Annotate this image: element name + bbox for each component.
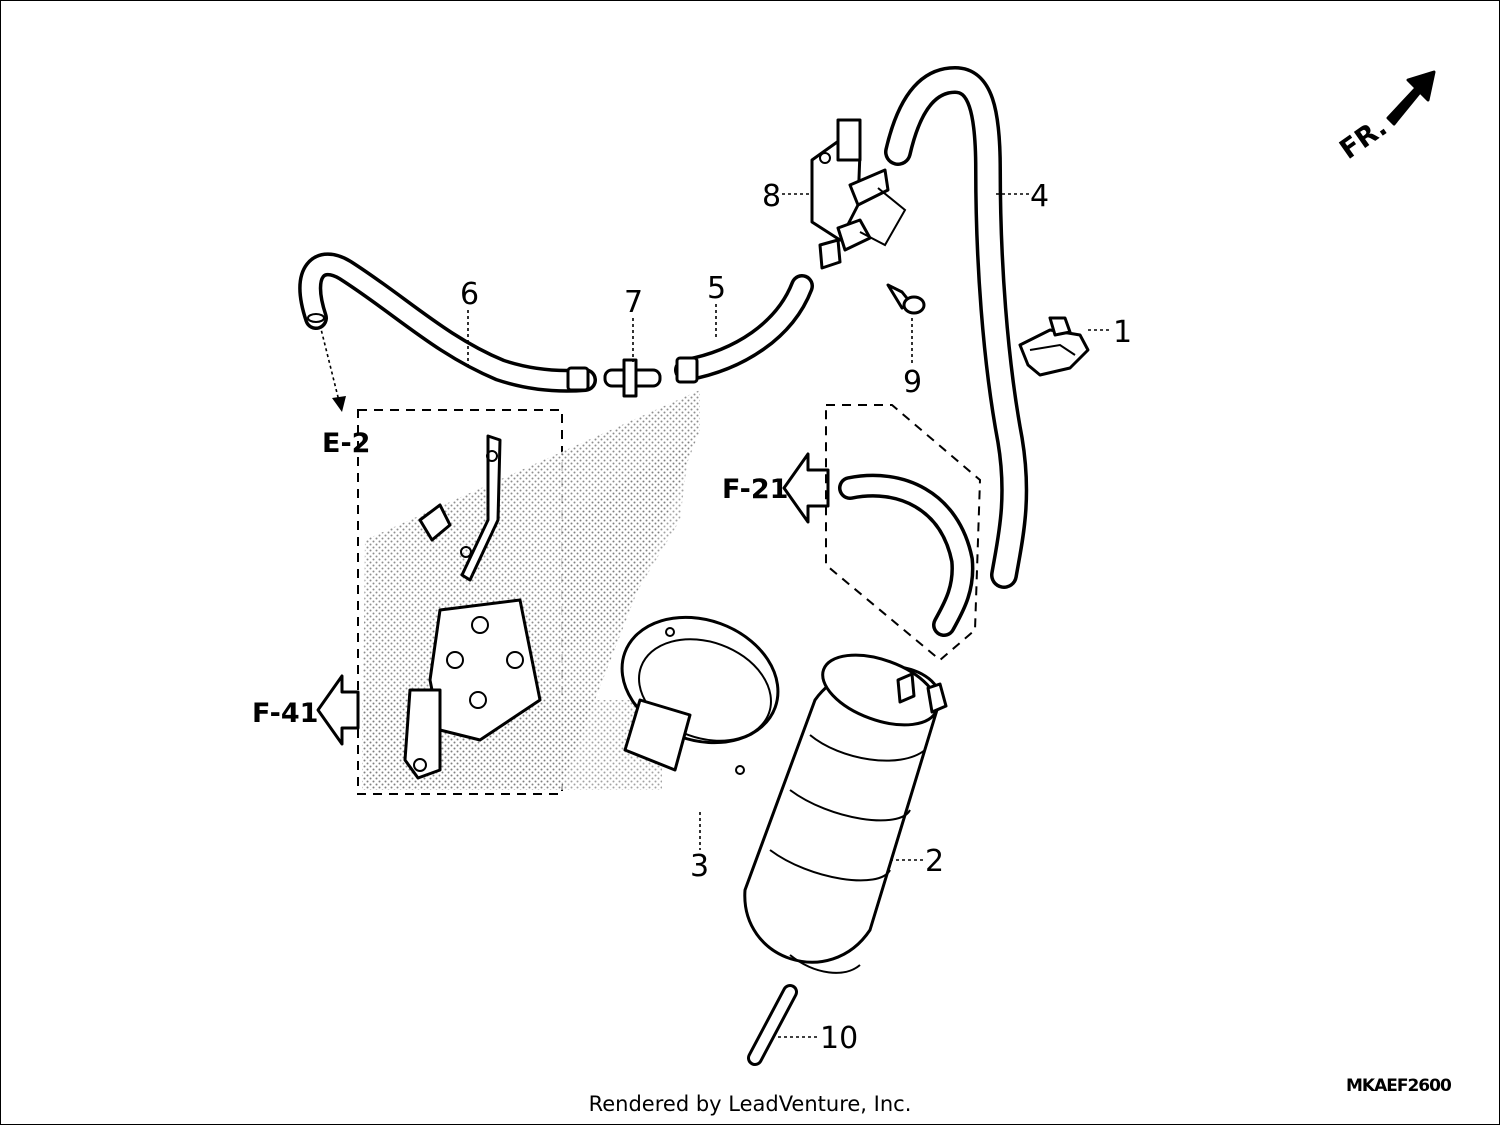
reference-e2: E-2 xyxy=(319,324,370,459)
callout-2: 2 xyxy=(925,844,944,879)
callout-4: 4 xyxy=(1030,179,1049,214)
reference-f41-label: F-41 xyxy=(252,698,318,729)
clip-1 xyxy=(1018,316,1090,377)
callout-1: 1 xyxy=(1113,315,1132,350)
callout-3: 3 xyxy=(690,849,709,884)
solenoid-valve-8 xyxy=(810,118,907,270)
reference-f21-label: F-21 xyxy=(722,474,788,505)
leader-lines xyxy=(467,193,1112,1038)
reference-e2-label: E-2 xyxy=(322,428,370,459)
tube-10 xyxy=(747,984,798,1066)
hose-5 xyxy=(674,274,814,384)
callout-7: 7 xyxy=(624,285,643,320)
callout-9: 9 xyxy=(903,365,922,400)
f21-hose-region xyxy=(825,404,982,662)
band-3 xyxy=(620,615,780,775)
front-direction-label: FR. xyxy=(1334,112,1393,166)
callout-8: 8 xyxy=(762,179,781,214)
front-direction-arrow: FR. xyxy=(1334,70,1436,166)
callout-numbers: 1 2 3 4 5 6 7 8 9 10 xyxy=(460,179,1132,1056)
callout-6: 6 xyxy=(460,277,479,312)
diagram-code: MKAEF2600 xyxy=(1346,1076,1452,1096)
footer-credit: Rendered by LeadVenture, Inc. xyxy=(588,1092,912,1116)
callout-5: 5 xyxy=(707,271,726,306)
callout-10: 10 xyxy=(820,1021,858,1056)
bolt-9 xyxy=(886,283,926,315)
hose-4 xyxy=(884,66,1029,589)
canister-2 xyxy=(743,653,948,974)
hose-6 xyxy=(298,252,597,393)
bracket-assembly xyxy=(357,390,700,795)
reference-f41: F-41 xyxy=(252,674,360,746)
joint-7 xyxy=(603,358,662,398)
reference-f21: F-21 xyxy=(722,452,830,524)
